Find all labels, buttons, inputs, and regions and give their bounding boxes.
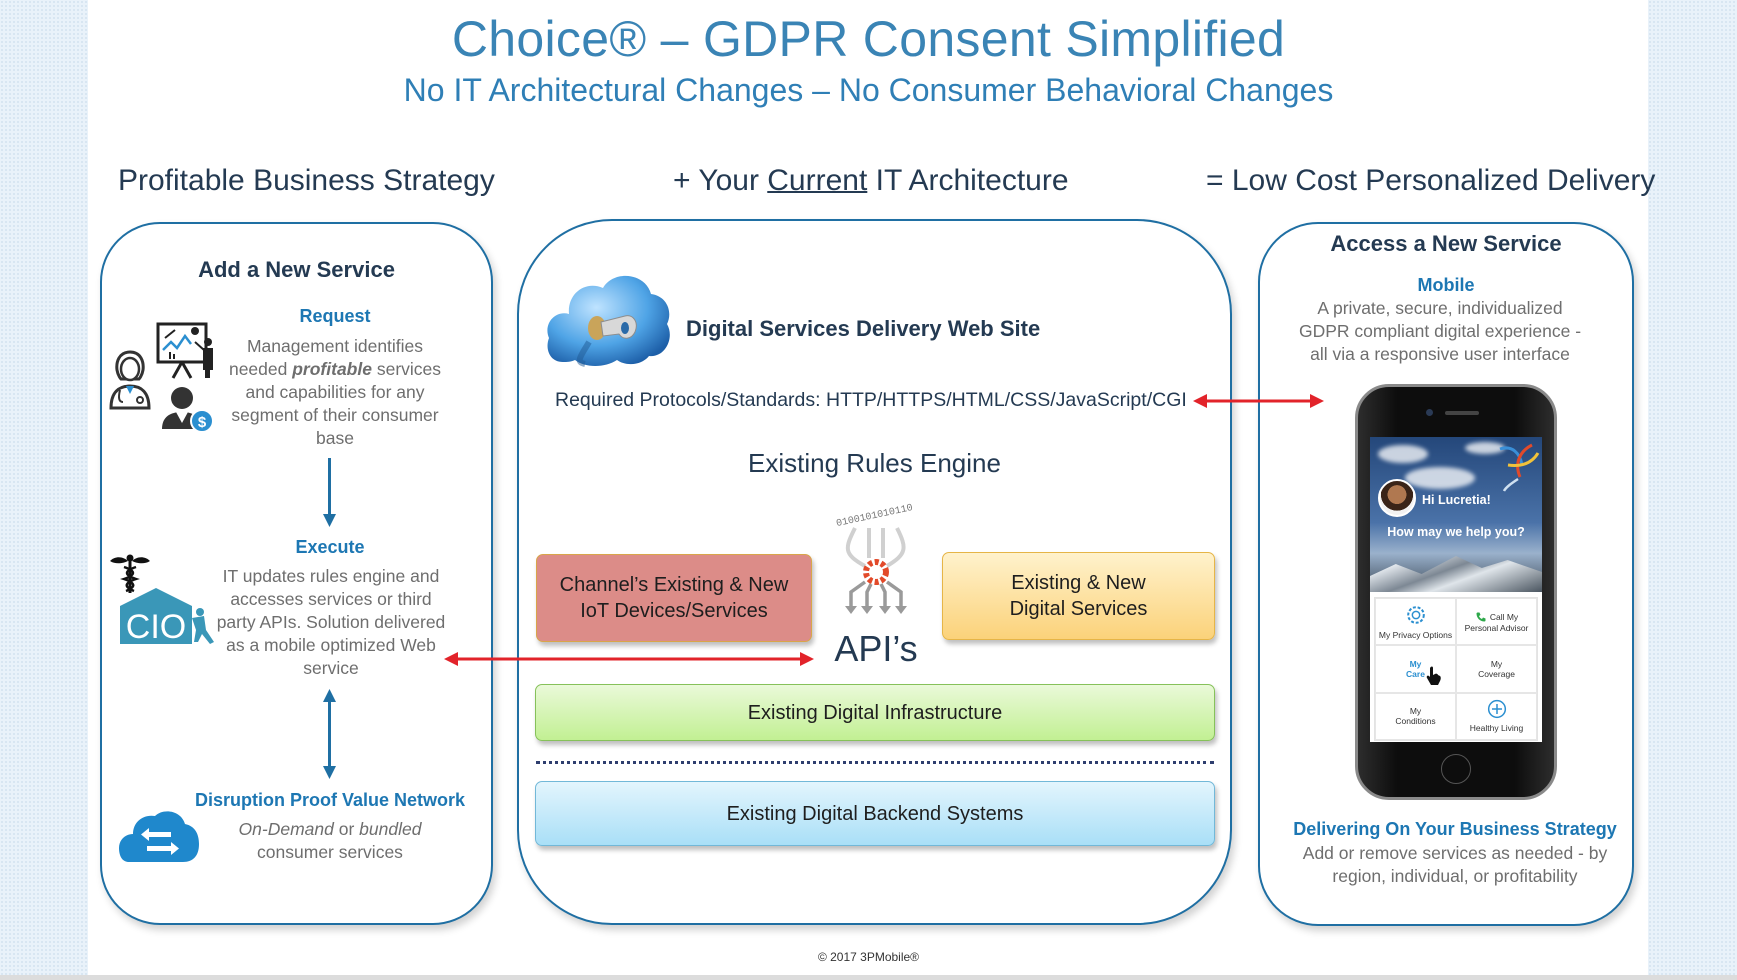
network-italic1: On-Demand: [238, 819, 334, 839]
execute-text: IT updates rules engine and accesses ser…: [216, 566, 446, 678]
network-middle: or: [333, 819, 360, 839]
center-heading-underlined: Current: [767, 164, 868, 197]
caduceus-icon: [108, 553, 152, 593]
left-panel-title: Add a New Service: [198, 257, 395, 282]
delivering-title: Delivering On Your Business Strategy: [1293, 819, 1617, 839]
rules-engine-label: Existing Rules Engine: [748, 448, 1001, 478]
api-gear-icon: 0100101010110: [825, 488, 925, 623]
network-title: Disruption Proof Value Network: [194, 790, 466, 810]
bottom-strip: [0, 975, 1737, 980]
page-subtitle: No IT Architectural Changes – No Consume…: [403, 72, 1334, 108]
request-text-part2: services and capabilities for any segmen…: [231, 359, 442, 448]
plus-circle-icon: [1487, 700, 1506, 719]
cio-house-icon: CIO: [118, 586, 222, 646]
left-section-heading: Profitable Business Strategy: [118, 164, 495, 197]
gear-icon: [1406, 605, 1425, 624]
execute-title: Execute: [295, 537, 365, 557]
binary-text: 0100101010110: [835, 503, 914, 530]
tile-label-2: Personal Advisor: [1464, 622, 1529, 633]
cloud-exchange-icon: [119, 804, 199, 864]
request-text: Management identifies needed profitable …: [223, 335, 447, 450]
mobile-text: A private, secure, individualized GDPR c…: [1298, 298, 1582, 364]
phone-icon: [1476, 612, 1486, 622]
copyright: © 2017 3PMobile®: [817, 950, 920, 964]
delivering-text: Add or remove services as needed - by re…: [1302, 843, 1608, 886]
backend-systems-box: Existing Digital Backend Systems: [535, 781, 1215, 846]
right-panel-title: Access a New Service: [1330, 231, 1562, 256]
brand-logo-icon: [1499, 443, 1540, 492]
digital-line2: Digital Services: [1009, 598, 1148, 620]
layer-divider: [536, 761, 1214, 764]
request-title: Request: [299, 306, 371, 326]
protocols-text: Required Protocols/Standards: HTTP/HTTPS…: [555, 389, 1187, 411]
tile-privacy-options[interactable]: My Privacy Options: [1375, 598, 1456, 646]
tile-label: My: [1490, 658, 1503, 669]
tile-label: My: [1409, 706, 1422, 717]
tile-call-advisor[interactable]: Call My Personal Advisor: [1456, 598, 1537, 646]
user-avatar: [1378, 479, 1416, 517]
phone-hero-image: Hi Lucretia! How may we help you?: [1370, 437, 1542, 592]
phone-mockup: Hi Lucretia! How may we help you? My Pri…: [1355, 384, 1557, 800]
hand-cursor-icon: [1426, 666, 1441, 686]
phone-screen: Hi Lucretia! How may we help you? My Pri…: [1370, 437, 1542, 742]
center-heading-prefix: + Your: [673, 164, 768, 197]
cio-label: CIO: [126, 608, 186, 646]
phone-greeting: Hi Lucretia!: [1422, 493, 1491, 507]
digital-line1: Existing & New: [1011, 572, 1146, 594]
phone-camera: [1426, 409, 1433, 416]
tile-label: Healthy Living: [1469, 723, 1524, 734]
center-section-heading: + Your Current IT Architecture: [673, 164, 1069, 198]
right-section-heading: = Low Cost Personalized Delivery: [1206, 164, 1656, 197]
tile-label-2: Care: [1406, 668, 1425, 679]
phone-home-button: [1441, 754, 1471, 784]
network-text: On-Demand or bundled consumer services: [210, 818, 450, 864]
svg-text:$: $: [198, 414, 207, 431]
tile-label: My: [1409, 658, 1422, 669]
channel-line2: IoT Devices/Services: [580, 600, 768, 622]
request-text-part1: Management identifies needed: [228, 336, 424, 379]
tile-healthy-living[interactable]: Healthy Living: [1456, 692, 1537, 740]
tile-label-2: Conditions: [1395, 716, 1436, 727]
tile-label: My Privacy Options: [1378, 629, 1453, 640]
phone-speaker: [1445, 411, 1479, 415]
cloud-key-icon: [545, 266, 673, 368]
network-text-after: consumer services: [257, 842, 403, 862]
center-heading-suffix: IT Architecture: [867, 164, 1069, 197]
page-title: Choice® – GDPR Consent Simplified: [451, 11, 1286, 67]
presentation-chart-icon: [155, 320, 217, 380]
network-italic2: bundled: [359, 819, 422, 839]
phone-tile-grid: My Privacy Options Call My Personal Advi…: [1374, 597, 1538, 741]
tile-my-conditions[interactable]: My Conditions: [1375, 692, 1456, 740]
mountains: [1370, 556, 1542, 592]
mobile-title: Mobile: [1417, 275, 1475, 295]
channel-line1: Channel’s Existing & New: [559, 574, 789, 596]
site-title: Digital Services Delivery Web Site: [686, 316, 1041, 341]
phone-prompt: How may we help you?: [1387, 525, 1525, 539]
tile-my-care[interactable]: My Care: [1375, 645, 1456, 693]
finance-person-icon: $: [160, 385, 216, 435]
doctor-icon: [107, 348, 153, 410]
infrastructure-box: Existing Digital Infrastructure: [535, 684, 1215, 741]
tile-label: Call My: [1489, 611, 1519, 622]
tile-label-2: Coverage: [1478, 668, 1515, 679]
tile-my-coverage[interactable]: My Coverage: [1456, 645, 1537, 693]
request-text-emphasis: profitable: [292, 359, 372, 379]
apis-label: API’s: [834, 628, 918, 669]
